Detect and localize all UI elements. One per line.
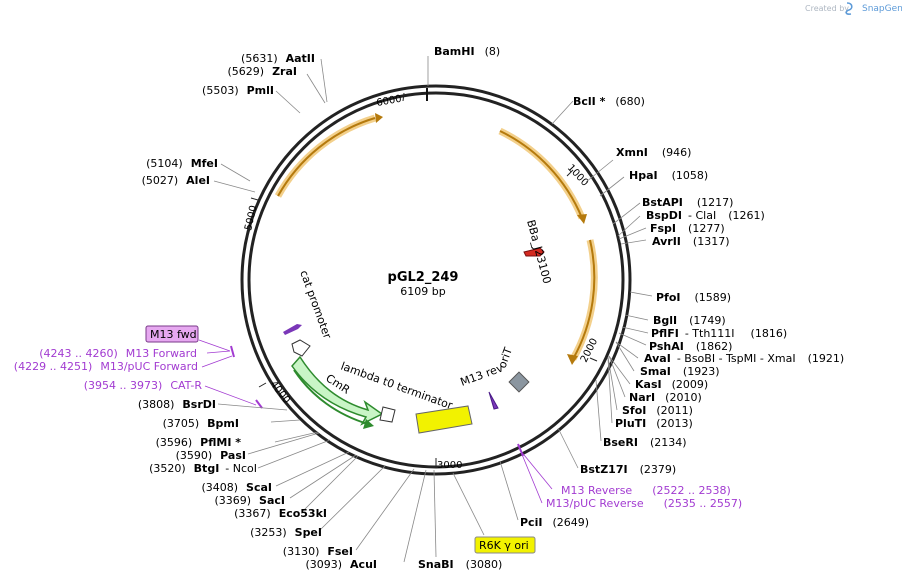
site-bgli[interactable]: BglI(1749) [653, 314, 726, 327]
site-bstapi[interactable]: BstAPI(1217) [642, 196, 733, 209]
site-snabi[interactable]: SnaBI(3080) [418, 558, 502, 571]
cat-promoter-arrow [283, 324, 302, 335]
site-pflfi-tth111i[interactable]: PflFI- Tth111I(1816) [651, 327, 787, 340]
site-acui[interactable]: (3093)AcuI [305, 558, 377, 571]
site-avrii[interactable]: AvrII(1317) [652, 235, 729, 248]
site-nari[interactable]: NarI(2010) [629, 391, 702, 404]
feature-arc-right [572, 239, 596, 360]
primer-m13-forward[interactable]: (4243 .. 4260)M13 Forward [39, 347, 197, 360]
site-pluti[interactable]: PluTI(2013) [615, 417, 693, 430]
primer-leader-lines [198, 339, 553, 504]
plasmid-name: pGL2_249 [388, 270, 459, 285]
site-pmli[interactable]: (5503)PmlI [202, 84, 274, 97]
site-kasi[interactable]: KasI(2009) [635, 378, 708, 391]
cat-promoter-outline [291, 339, 311, 357]
site-btgi-ncoi[interactable]: (3520)BtgI- NcoI [149, 462, 257, 475]
leader-lines [213, 56, 653, 563]
site-bpmi[interactable]: (3705)BpmI [163, 417, 239, 430]
bba-promoter-arrow [523, 247, 545, 257]
feature-arc-top-left [277, 117, 376, 197]
site-pcii[interactable]: PciI(2649) [520, 516, 589, 529]
site-spei[interactable]: (3253)SpeI [250, 526, 322, 539]
m13-fwd-box [145, 325, 199, 343]
snapgene-logo-icon [845, 2, 853, 15]
feature-arrow-top-right [577, 214, 587, 224]
feature-arrow-right [567, 354, 578, 365]
cmr-strand-arrow [363, 419, 374, 429]
terminator-yellow-box [415, 405, 473, 434]
site-bamhi[interactable]: BamHI(8) [434, 45, 500, 58]
cmr-gene-arrow [291, 355, 384, 426]
site-fsei[interactable]: (3130)FseI [283, 545, 353, 558]
site-hpai[interactable]: HpaI(1058) [629, 169, 708, 182]
site-smai[interactable]: SmaI(1923) [640, 365, 719, 378]
site-bspdi-clai[interactable]: BspDI- ClaI(1261) [646, 209, 765, 222]
feature-arrow-top-left [375, 113, 383, 123]
site-pflmi[interactable]: (3596)PflMI * [156, 436, 242, 449]
primer-labels: M13 fwd (4243 .. 4260)M13 Forward (4229 … [14, 325, 742, 510]
site-bcli[interactable]: BclI *(680) [573, 95, 645, 108]
label-r6k-ori[interactable]: R6K γ ori [479, 539, 529, 552]
site-pfoi[interactable]: PfoI(1589) [656, 291, 731, 304]
site-fspi[interactable]: FspI(1277) [650, 222, 725, 235]
snapgene-logo-text: SnapGene [862, 4, 902, 14]
restriction-site-labels: BamHI(8) BclI *(680) XmnI(946) HpaI(1058… [418, 45, 844, 571]
primer-m13-fwd[interactable]: M13 fwd [150, 328, 197, 341]
label-lambda-t0-terminator: lambda t0 terminator [339, 360, 455, 413]
cat-r-site-marker [255, 399, 263, 409]
site-mfei[interactable]: (5104)MfeI [146, 157, 218, 170]
site-avai-group[interactable]: AvaI- BsoBI - TspMI - XmaI(1921) [644, 352, 844, 365]
cmr-strand-line [293, 369, 369, 425]
site-bstz17i[interactable]: BstZ17I(2379) [580, 463, 676, 476]
orit-marker [508, 371, 530, 393]
restriction-site-labels-left: (3093)AcuI (3130)FseI (3253)SpeI (3367)E… [138, 52, 377, 571]
site-pasi[interactable]: (3590)PasI [176, 449, 246, 462]
site-bsrdi[interactable]: (3808)BsrDI [138, 398, 216, 411]
tick-6000: 6000 [376, 94, 403, 109]
m13-rev-primer-arrow [488, 391, 499, 410]
site-alei[interactable]: (5027)AleI [142, 174, 210, 187]
label-cat-promoter: cat promoter [297, 269, 334, 341]
primer-cat-r[interactable]: (3954 .. 3973)CAT-R [84, 379, 203, 392]
site-pshai[interactable]: PshAI(1862) [649, 340, 732, 353]
site-sfoi[interactable]: SfoI(2011) [622, 404, 693, 417]
m13-forward-site-marker [230, 345, 235, 358]
r6k-ori-box [474, 536, 536, 554]
site-saci[interactable]: (3369)SacI [214, 494, 285, 507]
site-aatii[interactable]: (5631)AatII [241, 52, 315, 65]
r6k-leader [452, 472, 485, 536]
label-orit: oriT [496, 346, 516, 370]
feature-arc-top-right [499, 130, 583, 219]
site-eco53ki[interactable]: (3367)Eco53kI [234, 507, 327, 520]
tick-3000: 3000 [437, 460, 462, 471]
site-bseri[interactable]: BseRI(2134) [603, 436, 687, 449]
plasmid-length: 6109 bp [400, 285, 445, 298]
site-xmni[interactable]: XmnI(946) [616, 146, 691, 159]
site-scai[interactable]: (3408)ScaI [201, 481, 272, 494]
lambda-terminator-outline [379, 406, 396, 423]
created-by-text: Created by [805, 4, 849, 13]
primer-m13-reverse[interactable]: M13 Reverse(2522 .. 2538) [561, 484, 731, 497]
backbone-outer-strand [240, 84, 632, 476]
primer-m13-puc-forward[interactable]: (4229 .. 4251)M13/pUC Forward [14, 360, 198, 373]
site-zrai[interactable]: (5629)ZraI [228, 65, 298, 78]
backbone-inner-strand [247, 91, 625, 469]
primer-m13-puc-reverse[interactable]: M13/pUC Reverse(2535 .. 2557) [546, 497, 742, 510]
